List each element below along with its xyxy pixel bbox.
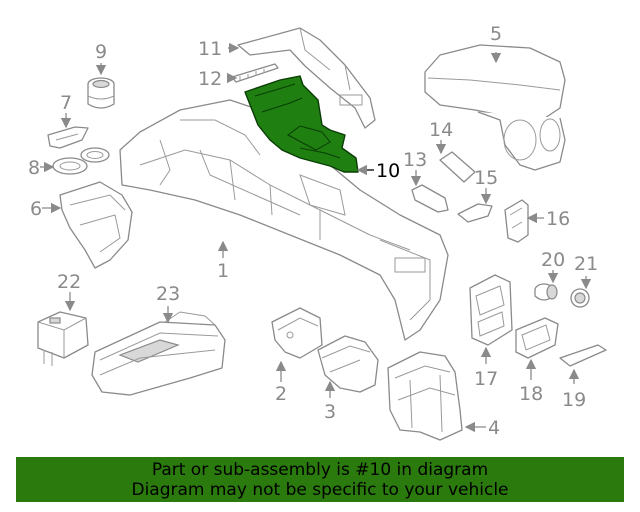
part-15-cover[interactable] <box>457 203 493 223</box>
part-2-bracket[interactable] <box>271 307 323 359</box>
callout-18: 18 <box>519 383 543 405</box>
part-10-console-trim-highlighted[interactable] <box>244 75 359 173</box>
callout-15: 15 <box>474 167 498 189</box>
part-6-holder[interactable] <box>59 181 133 269</box>
part-19-plate[interactable] <box>559 344 607 367</box>
callout-9: 9 <box>95 41 107 63</box>
part-20-button[interactable] <box>534 283 558 301</box>
part-11-trim-rail[interactable] <box>237 27 376 129</box>
part-14-plate[interactable] <box>439 151 476 183</box>
banner-line-2: Diagram may not be specific to your vehi… <box>131 480 509 500</box>
callout-14: 14 <box>429 119 453 141</box>
callout-13: 13 <box>403 149 427 171</box>
part-22-switch-module[interactable] <box>37 311 89 366</box>
info-banner: Part or sub-assembly is #10 in diagram D… <box>16 457 624 502</box>
parts-diagram: 1 2 3 4 5 6 7 8 9 10 11 12 13 14 15 16 1… <box>28 23 607 441</box>
callout-8: 8 <box>28 157 40 179</box>
part-12-trim-strip[interactable] <box>231 63 279 83</box>
part-18-pocket[interactable] <box>515 317 559 359</box>
part-8-ring-trims[interactable] <box>52 147 110 175</box>
callout-20: 20 <box>541 249 565 271</box>
callout-7: 7 <box>60 92 72 114</box>
part-23-control-module[interactable] <box>91 311 226 396</box>
leader-lines <box>40 42 592 433</box>
callout-11: 11 <box>198 38 222 60</box>
callout-22: 22 <box>57 271 81 293</box>
callout-labels: 1 2 3 4 5 6 7 8 9 10 11 12 13 14 15 16 1… <box>28 23 598 439</box>
part-5-armrest[interactable] <box>424 44 566 171</box>
part-7-bracket[interactable] <box>47 126 89 149</box>
callout-19: 19 <box>562 389 586 411</box>
part-17-bezel[interactable] <box>469 274 513 346</box>
banner-line-1: Part or sub-assembly is #10 in diagram <box>151 460 489 480</box>
callout-12: 12 <box>198 68 222 90</box>
callout-10-highlighted: 10 <box>376 160 400 182</box>
callout-5: 5 <box>490 23 502 45</box>
part-16-panel[interactable] <box>504 199 529 243</box>
callout-6: 6 <box>30 198 42 220</box>
part-21-button[interactable] <box>570 288 590 308</box>
callout-1: 1 <box>217 260 229 282</box>
callout-17: 17 <box>474 368 498 390</box>
part-13-trim[interactable] <box>411 184 449 213</box>
callout-3: 3 <box>324 401 336 423</box>
callout-16: 16 <box>546 208 570 230</box>
callout-2: 2 <box>275 383 287 405</box>
part-3-cover[interactable] <box>317 335 379 393</box>
callout-23: 23 <box>156 283 180 305</box>
callout-4: 4 <box>488 417 500 439</box>
part-1-center-console[interactable] <box>119 99 449 341</box>
part-9-socket[interactable] <box>87 77 115 109</box>
part-4-frame[interactable] <box>387 351 463 441</box>
callout-21: 21 <box>574 253 598 275</box>
